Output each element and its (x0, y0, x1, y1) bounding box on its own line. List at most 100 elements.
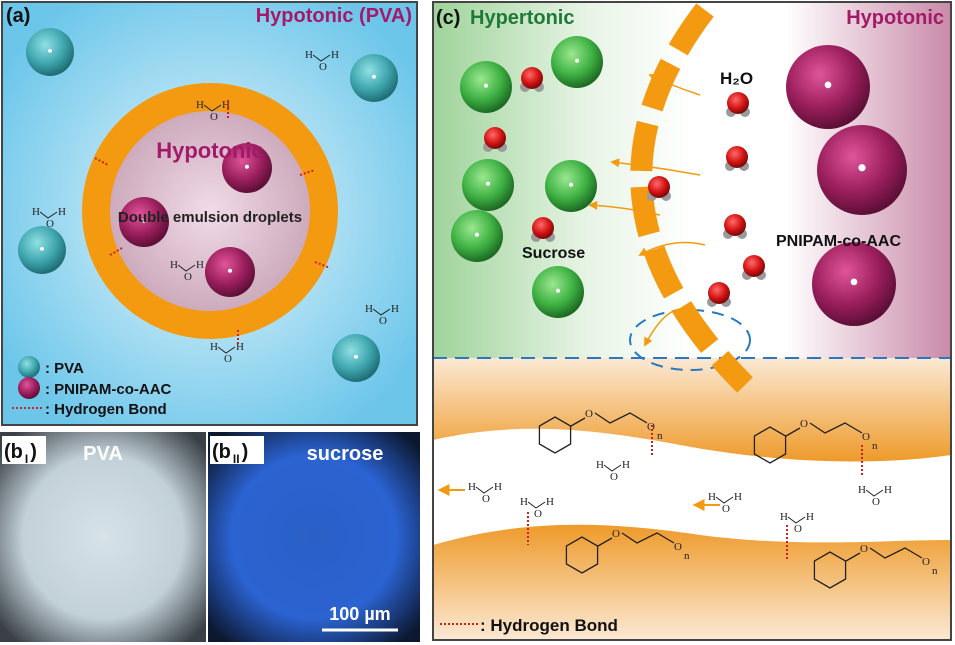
water-molecule-3d (647, 176, 671, 201)
water-molecule: HOH (305, 49, 339, 73)
pnipam-sphere-highlight (245, 164, 249, 169)
pva-sphere-highlight (372, 74, 376, 79)
atom-o: O (379, 315, 387, 327)
pnipam-sphere-highlight (228, 268, 232, 273)
semipermeable-shell (630, 3, 753, 393)
sucrose-sphere-highlight (568, 182, 574, 187)
peg-phenyl-chain: OOn (753, 418, 878, 464)
atom-h: H (331, 49, 339, 61)
atom-h: H (196, 259, 204, 271)
atom-o: O (860, 543, 868, 555)
atom-h: H (468, 481, 476, 493)
micrograph-sucrose (208, 432, 420, 642)
pnipam-sphere-highlight (850, 278, 858, 286)
pva-sphere-highlight (354, 354, 358, 359)
sucrose-sphere-highlight (485, 181, 491, 186)
atom-o: O (872, 496, 880, 508)
atom-h: H (170, 259, 178, 271)
atom-o: O (862, 431, 870, 443)
atom-h: H (305, 49, 313, 61)
water-molecule-3d (726, 92, 750, 117)
water-flow-arrow (644, 308, 691, 347)
water-molecule: HOH (468, 481, 502, 505)
peg-phenyl-chain: OOn (565, 528, 690, 574)
water-flow-arrow (610, 158, 701, 176)
atom-h: H (596, 459, 604, 471)
water-molecule: HOH (780, 511, 814, 535)
pnipam-sphere-highlight (858, 164, 866, 172)
sucrose-sphere-highlight (483, 83, 489, 88)
legend-pnipam-icon (18, 377, 40, 399)
atom-h: H (780, 511, 788, 523)
atom-o: O (794, 523, 802, 535)
water-molecule: HOH (708, 491, 742, 515)
atom-o: O (610, 471, 618, 483)
atom-o: O (922, 556, 930, 568)
sucrose-label: Sucrose (522, 245, 585, 262)
water-molecule: HOH (520, 496, 554, 520)
atom-o: O (319, 61, 327, 73)
sucrose-sphere-highlight (574, 58, 580, 63)
benzene-ring-icon (813, 551, 847, 589)
atom-h: H (622, 459, 630, 471)
water-molecule: HOH (32, 206, 66, 230)
water-molecule: HOH (170, 259, 204, 283)
water-molecule-3d (742, 255, 766, 280)
water-molecule: HOH (365, 303, 399, 327)
water-label: H₂O (720, 69, 753, 88)
atom-o: O (46, 218, 54, 230)
water-molecule-3d (725, 146, 749, 171)
atom-h: H (494, 481, 502, 493)
atom-h: H (546, 496, 554, 508)
sucrose-title: sucrose (307, 443, 384, 465)
atom-h: H (222, 99, 230, 111)
sucrose-sphere-highlight (555, 288, 561, 293)
hydrogen-bond (94, 157, 109, 166)
atom-h: H (365, 303, 373, 315)
benzene-ring-icon (538, 416, 572, 454)
atom-o: O (184, 271, 192, 283)
atom-h: H (391, 303, 399, 315)
water-molecule-3d (723, 214, 747, 239)
water-molecule: HOH (196, 99, 230, 123)
atom-o: O (224, 353, 232, 365)
pva-sphere-highlight (40, 246, 44, 251)
atom-h: H (806, 511, 814, 523)
water-molecule: HOH (858, 484, 892, 508)
atom-o: O (612, 528, 620, 540)
repeat-n: n (872, 440, 878, 452)
pnipam-sphere-highlight (824, 81, 832, 89)
micrograph-pva (0, 432, 206, 642)
water-flow-arrow (588, 200, 661, 216)
benzene-ring-icon (753, 426, 787, 464)
atom-h: H (708, 491, 716, 503)
water-flow-arrow (648, 74, 701, 96)
atom-h: H (196, 99, 204, 111)
label-bg-bI (2, 436, 46, 464)
pva-sphere-highlight (48, 48, 52, 53)
atom-o: O (674, 541, 682, 553)
water-molecule: HOH (210, 341, 244, 365)
water-molecule-3d (483, 127, 507, 152)
pva-title: PVA (83, 443, 123, 465)
atom-o: O (722, 503, 730, 515)
atom-h: H (32, 206, 40, 218)
pnipam-label: PNIPAM-co-AAC (776, 233, 901, 250)
panel-c-label: (c) (436, 7, 460, 29)
legend-hbond-c: : Hydrogen Bond (480, 616, 618, 635)
atom-h: H (884, 484, 892, 496)
atom-h: H (734, 491, 742, 503)
legend-hbond: : Hydrogen Bond (45, 401, 167, 418)
water-flow-arrow (638, 241, 706, 256)
peg-phenyl-chain: OOn (813, 543, 938, 589)
atom-o: O (482, 493, 490, 505)
membrane-layer-top (433, 358, 951, 462)
atom-h: H (210, 341, 218, 353)
panel-c-border (432, 1, 952, 641)
